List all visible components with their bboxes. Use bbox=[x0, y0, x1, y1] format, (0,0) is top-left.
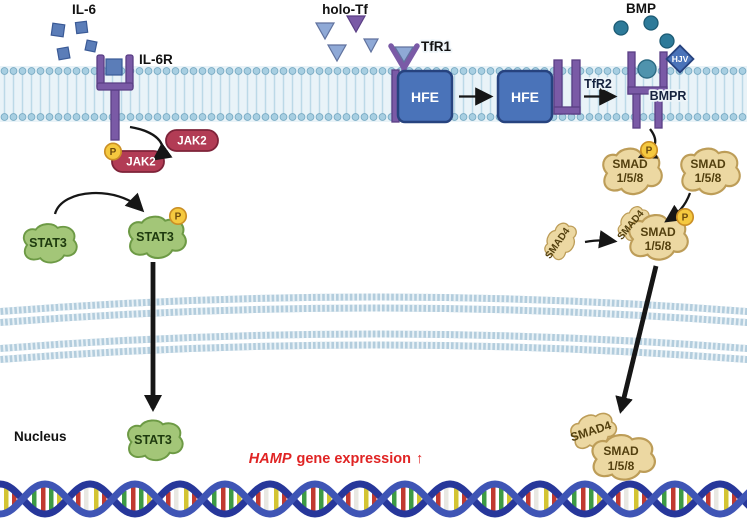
arrow-il6r-to-jak2 bbox=[129, 125, 173, 161]
arrow-smad4-to-complex bbox=[584, 230, 618, 249]
smad158-nuclear-label-word: SMAD bbox=[603, 444, 639, 458]
holo-tf-molecules bbox=[314, 15, 380, 63]
il6-receptor bbox=[96, 54, 134, 141]
holo-tf-label: holo-Tf bbox=[322, 2, 368, 17]
phosphate-badge-smad158: P bbox=[639, 140, 659, 160]
stat3-label: STAT3 bbox=[29, 236, 67, 250]
il6-docked-molecule bbox=[105, 58, 123, 76]
il6-molecules bbox=[50, 20, 98, 61]
jak2-phospho-protein bbox=[111, 150, 165, 173]
phosphate-badge-stat3: P bbox=[168, 206, 188, 226]
arrow-stat3-phosphorylation bbox=[53, 191, 145, 215]
jak2-label: JAK2 bbox=[177, 136, 206, 148]
stat3-phospho-label: STAT3 bbox=[136, 230, 174, 244]
smad158-phospho-label-fraction: 1/5/8 bbox=[617, 171, 644, 185]
smad158-complex-label-fraction: 1/5/8 bbox=[645, 239, 672, 253]
smad158-label-fraction: 1/5/8 bbox=[695, 171, 722, 185]
hfe-left-label: HFE bbox=[411, 89, 439, 105]
hfe-protein-left bbox=[396, 69, 454, 124]
il6r-label: IL-6R bbox=[139, 52, 173, 67]
holo-tf-docked-molecule bbox=[393, 46, 415, 64]
hjv-label: HJV bbox=[672, 54, 689, 64]
dna-helix bbox=[0, 484, 747, 514]
hfe-right-label: HFE bbox=[511, 89, 539, 105]
phosphate-label: P bbox=[646, 146, 653, 157]
hamp-caption-text: gene expression bbox=[297, 451, 411, 467]
tfr2-label: TfR2 bbox=[584, 77, 612, 91]
phosphate-badge-jak2: P bbox=[103, 142, 123, 161]
hamp-gene-name: HAMP bbox=[249, 451, 292, 467]
phosphate-label: P bbox=[682, 213, 689, 224]
hjv-diamond bbox=[665, 44, 695, 74]
smad158-phospho-label-word: SMAD bbox=[612, 157, 648, 171]
tfr2-receptor bbox=[553, 59, 581, 115]
phosphate-label: P bbox=[110, 147, 117, 158]
phosphate-badge-complex: P bbox=[675, 207, 695, 227]
smad158-nuclear-label-fraction: 1/5/8 bbox=[608, 459, 635, 473]
il6-label: IL-6 bbox=[72, 2, 96, 17]
up-arrow-glyph: ↑ bbox=[416, 451, 423, 467]
nucleus-label: Nucleus bbox=[14, 429, 67, 444]
bmp-docked-molecule bbox=[637, 59, 657, 79]
hfe-protein-right bbox=[496, 69, 554, 124]
smad158-complex-label-word: SMAD bbox=[640, 225, 676, 239]
phosphate-label: P bbox=[175, 212, 182, 223]
stat3-nuclear-label: STAT3 bbox=[134, 433, 172, 447]
bmp-label: BMP bbox=[626, 1, 656, 16]
bmpr-label: BMPR bbox=[650, 89, 687, 103]
bmpr-receptor bbox=[627, 51, 668, 129]
smad158-label-word: SMAD bbox=[690, 157, 726, 171]
hamp-caption: HAMP gene expression ↑ bbox=[249, 451, 423, 467]
tfr1-label: TfR1 bbox=[421, 39, 451, 54]
jak2-phospho-label: JAK2 bbox=[126, 157, 155, 169]
bmp-molecules bbox=[613, 15, 675, 49]
arrow-smad-to-nucleus bbox=[615, 265, 659, 414]
jak2-protein bbox=[165, 129, 219, 152]
